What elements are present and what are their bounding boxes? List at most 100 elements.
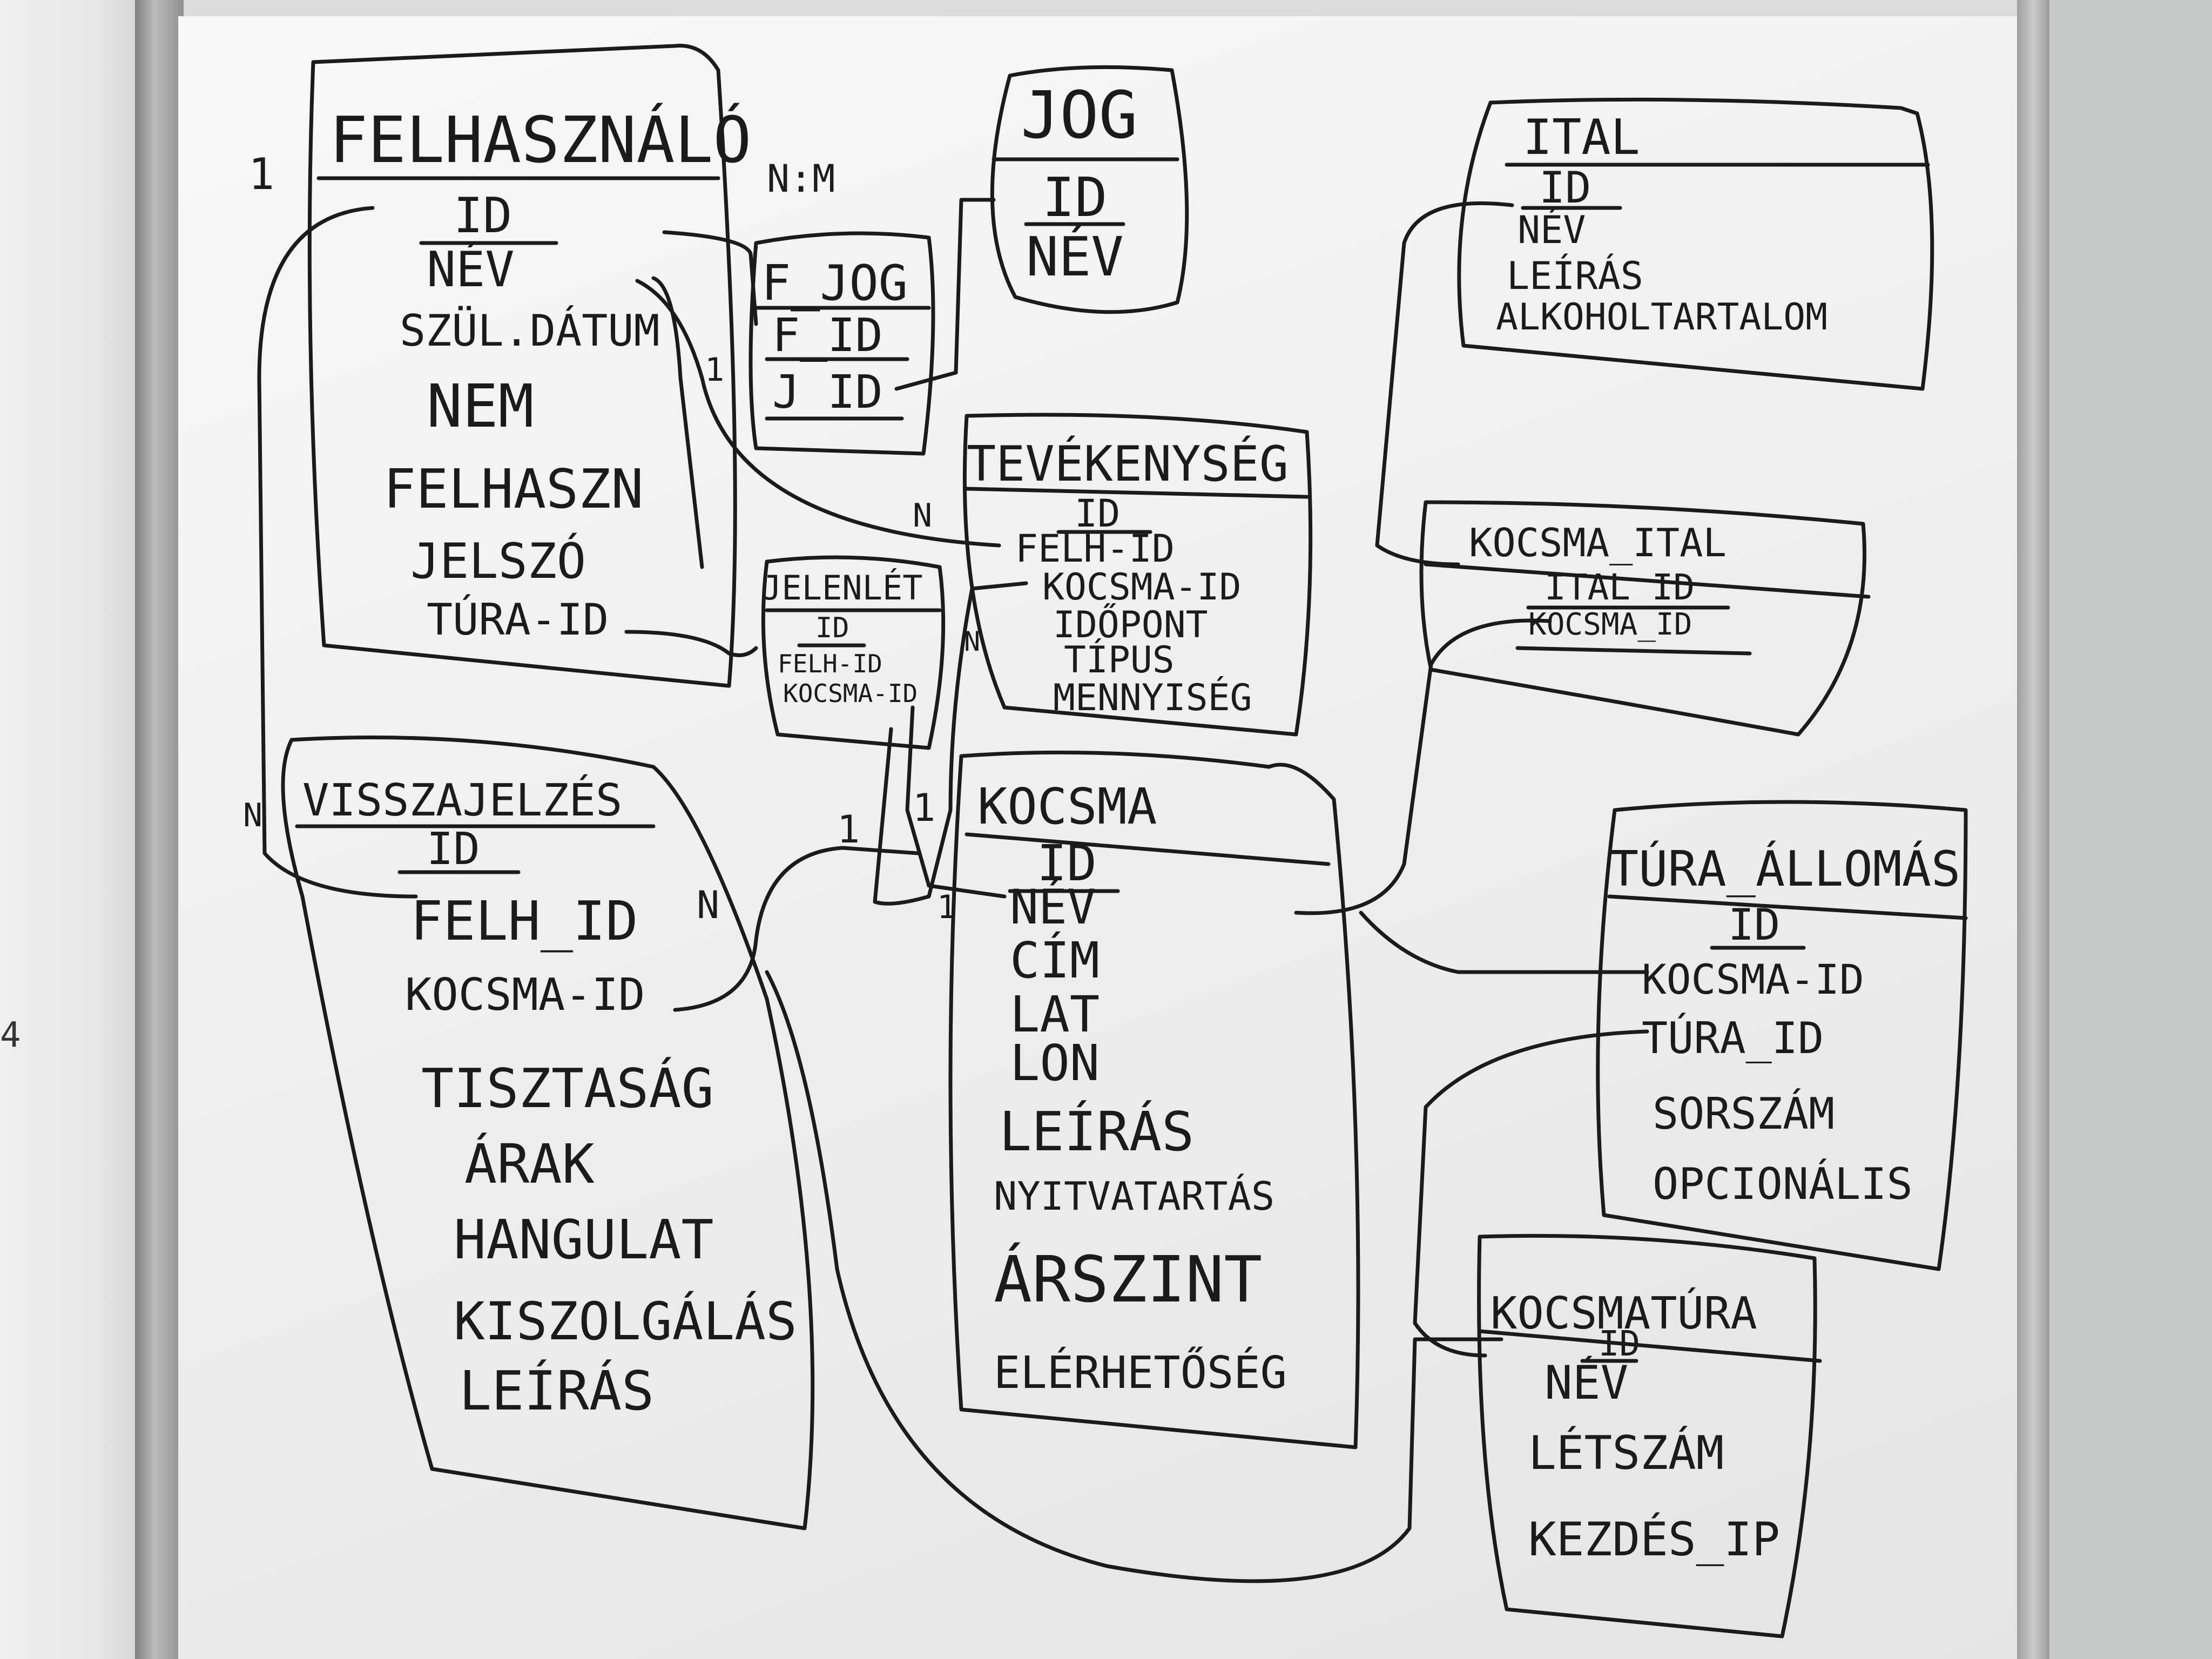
relation-line-jelenlet-kocsma bbox=[905, 705, 1007, 899]
field-id: ITAL_ID bbox=[1545, 567, 1695, 608]
field: LAT bbox=[1010, 986, 1100, 1043]
field: KOCSMA-ID bbox=[1642, 955, 1864, 1003]
relation-line-visszajelzes-kocsmatura bbox=[765, 970, 1503, 1583]
entity-ital: ITAL ID NÉV LEÍRÁS ALKOHOLTARTALOM bbox=[1457, 97, 1934, 391]
relation-line-tevekenyseg-kocsma bbox=[873, 581, 1028, 906]
relation-line-felh-fjog bbox=[662, 230, 758, 326]
cardinality-n: N bbox=[913, 497, 932, 535]
field-id: F_ID bbox=[772, 309, 883, 362]
field-id: ID bbox=[1599, 1324, 1640, 1364]
cardinality-n: N bbox=[964, 626, 980, 657]
field: FELH-ID bbox=[778, 649, 882, 678]
field: NEM bbox=[427, 372, 534, 441]
field: NÉV bbox=[1026, 225, 1124, 288]
field: ÁRAK bbox=[464, 1132, 595, 1196]
entity-box bbox=[748, 231, 935, 456]
field: LEÍRÁS bbox=[459, 1359, 654, 1422]
field-id: ID bbox=[815, 612, 849, 644]
entity-kocsmatura: KOCSMATÚRA ID NÉV LÉTSZÁM KEZDÉS_IP bbox=[1477, 1233, 1822, 1638]
entity-tura-allomas: TÚRA_ÁLLOMÁS ID KOCSMA-ID TÚRA_ID SORSZÁ… bbox=[1596, 800, 1968, 1271]
field: FELH-ID bbox=[1015, 527, 1175, 571]
field: NÉV bbox=[1010, 879, 1096, 935]
cardinality-n: N bbox=[243, 797, 262, 834]
relation-line-felh-jelenlet bbox=[651, 276, 704, 569]
field-id: ID bbox=[1728, 900, 1780, 950]
entity-kocsma-ital: KOCSMA_ITAL ITAL_ID KOCSMA_ID bbox=[1419, 500, 1871, 737]
field: KOCSMA-ID bbox=[783, 679, 918, 708]
entity-f-jog: F_JOG F_ID J_ID bbox=[748, 231, 935, 456]
field: TÚRA-ID bbox=[427, 594, 609, 645]
entity-title: KOCSMA bbox=[977, 778, 1157, 835]
field: SZÜL.DÁTUM bbox=[400, 306, 660, 356]
field: TISZTASÁG bbox=[421, 1057, 714, 1120]
cardinality-n: N bbox=[697, 883, 719, 927]
entity-kocsma: KOCSMA ID NÉV CÍM LAT LON LEÍRÁS NYITVAT… bbox=[948, 750, 1360, 1449]
header-underline bbox=[1478, 1329, 1822, 1363]
cardinality-labels: N:M 1 1 N N N 1 1 N 1 bbox=[243, 149, 980, 927]
entity-box bbox=[1596, 800, 1968, 1271]
field-id: KOCSMA_ID bbox=[1528, 607, 1692, 642]
cardinality-n-m: N:M bbox=[767, 157, 835, 201]
entity-title: TÚRA_ÁLLOMÁS bbox=[1609, 840, 1960, 898]
relation-line-ital-kocsma-ital bbox=[1375, 201, 1514, 567]
cardinality-one: 1 bbox=[937, 888, 956, 926]
relation-line-visszajelzes-kocsma bbox=[673, 846, 920, 1012]
field: ÁRSZINT bbox=[994, 1242, 1262, 1317]
field: NÉV bbox=[1545, 1355, 1628, 1410]
entity-box bbox=[1477, 1233, 1817, 1638]
field: LON bbox=[1010, 1034, 1100, 1092]
entity-title: KOCSMA_ITAL bbox=[1469, 520, 1727, 565]
entity-box bbox=[1419, 500, 1866, 737]
field: KEZDÉS_IP bbox=[1528, 1512, 1780, 1567]
field: OPCIONÁLIS bbox=[1653, 1159, 1913, 1209]
field-id: ID bbox=[1042, 166, 1107, 229]
cardinality-one: 1 bbox=[705, 351, 724, 389]
field: ALKOHOLTARTALOM bbox=[1496, 296, 1827, 339]
field: ELÉRHETŐSÉG bbox=[994, 1346, 1287, 1399]
field-id: ID bbox=[1539, 163, 1591, 213]
field-id: ID bbox=[427, 824, 480, 875]
field-id: ID bbox=[1075, 491, 1120, 536]
field: KISZOLGÁLÁS bbox=[454, 1291, 797, 1352]
field: LEÍRÁS bbox=[999, 1100, 1194, 1163]
relation-line-tura-allomas-kocsmatura bbox=[1413, 1029, 1649, 1358]
field: NYITVATARTÁS bbox=[994, 1174, 1274, 1219]
field: FELHASZN bbox=[383, 457, 644, 521]
field: LÉTSZÁM bbox=[1528, 1426, 1724, 1480]
pk-underline bbox=[1515, 646, 1752, 656]
relation-line-kocsma-tura-allomas bbox=[1359, 911, 1649, 974]
relation-line-felh-visszajelzes bbox=[257, 206, 418, 899]
cardinality-one: 1 bbox=[248, 149, 274, 199]
field-id: J_ID bbox=[772, 366, 883, 419]
edge-mark: 4 bbox=[0, 1015, 21, 1055]
relation-line-kocsma-kocsma-ital bbox=[1294, 618, 1552, 915]
field-id: ID bbox=[1037, 834, 1097, 892]
entity-title: KOCSMATÚRA bbox=[1491, 1287, 1757, 1339]
field: NÉV bbox=[1518, 208, 1586, 252]
entity-title: F_JOG bbox=[761, 255, 908, 312]
cardinality-one: 1 bbox=[913, 786, 935, 830]
field: LEÍRÁS bbox=[1507, 254, 1643, 298]
header-underline bbox=[1607, 894, 1968, 920]
field: KOCSMA-ID bbox=[1042, 566, 1241, 609]
entity-jelenlet: JELENLÉT ID FELH-ID KOCSMA-ID bbox=[761, 555, 946, 750]
field: HANGULAT bbox=[454, 1208, 714, 1271]
entity-title: FELHASZNÁLÓ bbox=[329, 103, 751, 177]
field: CÍM bbox=[1010, 931, 1100, 989]
entity-visszajelzes: VISSZAJELZÉS ID FELH_ID KOCSMA-ID TISZTA… bbox=[281, 736, 815, 1530]
header-underline bbox=[965, 832, 1331, 866]
entity-box bbox=[281, 736, 815, 1530]
field: SORSZÁM bbox=[1653, 1089, 1835, 1139]
relation-line-felh-tura bbox=[624, 630, 758, 657]
entity-box bbox=[990, 65, 1189, 314]
entity-box bbox=[948, 750, 1360, 1449]
wall bbox=[2049, 0, 2212, 1659]
entity-box bbox=[962, 413, 1313, 737]
entity-title: ITAL bbox=[1523, 109, 1640, 166]
field: NÉV bbox=[427, 240, 515, 298]
entity-title: VISSZAJELZÉS bbox=[302, 774, 622, 826]
cardinality-one: 1 bbox=[837, 807, 860, 852]
field: FELH_ID bbox=[410, 889, 638, 953]
